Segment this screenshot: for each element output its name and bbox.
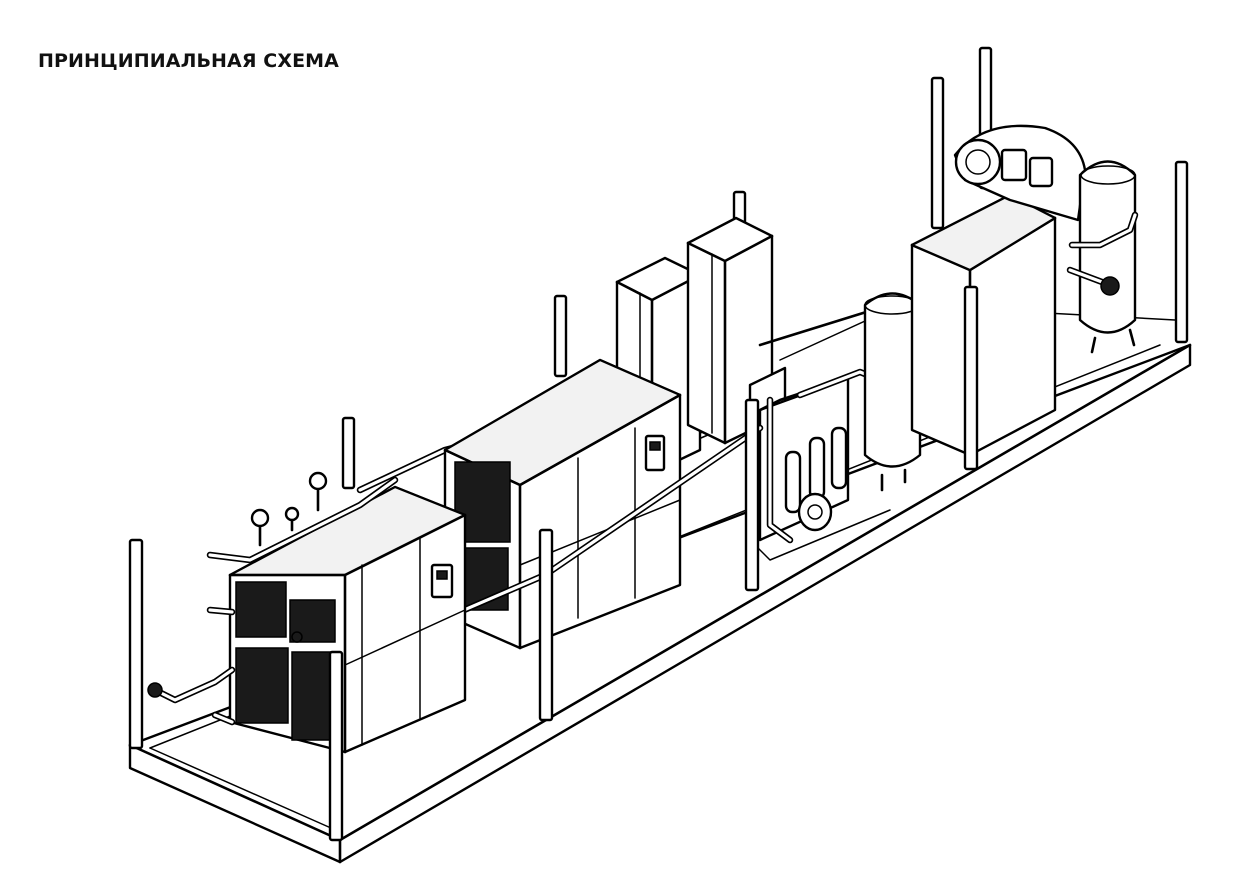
air-receiver-large xyxy=(1066,160,1139,354)
frame-posts-front xyxy=(128,285,979,842)
pressure-gauges xyxy=(147,471,328,698)
page-title: ПРИНЦИПИАЛЬНАЯ СХЕМА xyxy=(38,50,339,72)
main-unit-cabinet xyxy=(910,193,1057,457)
inlet-manifold xyxy=(151,476,399,726)
compressor-2 xyxy=(443,358,682,650)
compressor-1 xyxy=(228,485,467,754)
